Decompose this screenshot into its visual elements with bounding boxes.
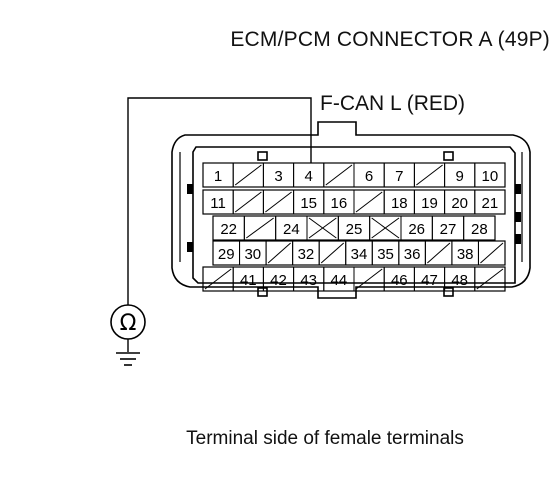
terminal-number: 43 [300,272,317,289]
wire-label: F-CAN L (RED) [320,92,466,115]
terminal-number: 11 [210,195,226,212]
terminal-number: 28 [471,221,488,238]
empty-terminal-mark [480,242,504,264]
terminal-number: 18 [391,195,408,212]
empty-terminal-mark [234,164,262,186]
ground-icon [116,352,140,366]
terminal-number: 29 [218,246,235,263]
terminal-number: 25 [346,221,363,238]
empty-terminal-mark [204,268,232,290]
terminal-number: 10 [482,168,499,185]
probe-wire [127,97,312,352]
terminal-number: 7 [395,168,403,185]
terminal-cell [474,266,506,292]
empty-terminal-mark [320,242,345,264]
empty-terminal-cross [371,217,400,239]
ohm-symbol: Ω [120,311,137,336]
empty-terminal-mark [427,242,451,264]
terminal-number: 35 [377,246,394,263]
terminal-number: 6 [365,168,373,185]
terminal-number: 46 [391,272,408,289]
terminal-number: 47 [421,272,438,289]
terminal-number: 27 [440,221,457,238]
empty-terminal-mark [355,268,383,290]
empty-terminal-mark [234,191,262,213]
terminal-number: 48 [451,272,468,289]
empty-terminal-mark [325,164,353,186]
terminal-cell [474,162,506,188]
terminal-number: 42 [270,272,287,289]
terminal-number: 1 [214,168,222,185]
empty-terminal-cross [308,217,337,239]
empty-terminal-mark [265,191,292,213]
terminal-number: 34 [351,246,368,263]
terminal-number: 38 [457,246,474,263]
terminal-number: 30 [244,246,261,263]
connector-title: ECM/PCM CONNECTOR A (49P) [230,28,550,51]
terminal-number: 21 [482,195,499,212]
terminal-number: 15 [300,195,317,212]
terminal-number: 24 [283,221,300,238]
terminal-number: 4 [305,168,313,185]
terminal-number: 32 [298,246,315,263]
empty-terminal-mark [355,191,383,213]
terminal-number: 41 [240,272,257,289]
terminal-number: 36 [404,246,421,263]
terminal-number: 22 [220,221,237,238]
connector-housing [171,121,531,299]
terminal-number: 9 [456,168,464,185]
terminal-cell [463,215,496,241]
terminal-number: 16 [331,195,348,212]
terminal-number: 3 [274,168,282,185]
terminal-number: 20 [451,195,468,212]
empty-terminal-mark [416,164,443,186]
caption: Terminal side of female terminals [186,428,464,449]
ohmmeter-icon: Ω [110,304,146,340]
terminal-number: 26 [408,221,425,238]
empty-terminal-mark [476,268,504,290]
terminal-cell [477,240,506,266]
empty-terminal-mark [246,217,274,239]
terminal-number: 44 [331,272,348,289]
terminal-cell [474,189,506,215]
terminal-number: 19 [421,195,438,212]
empty-terminal-mark [267,242,291,264]
housing-latches [187,184,521,252]
